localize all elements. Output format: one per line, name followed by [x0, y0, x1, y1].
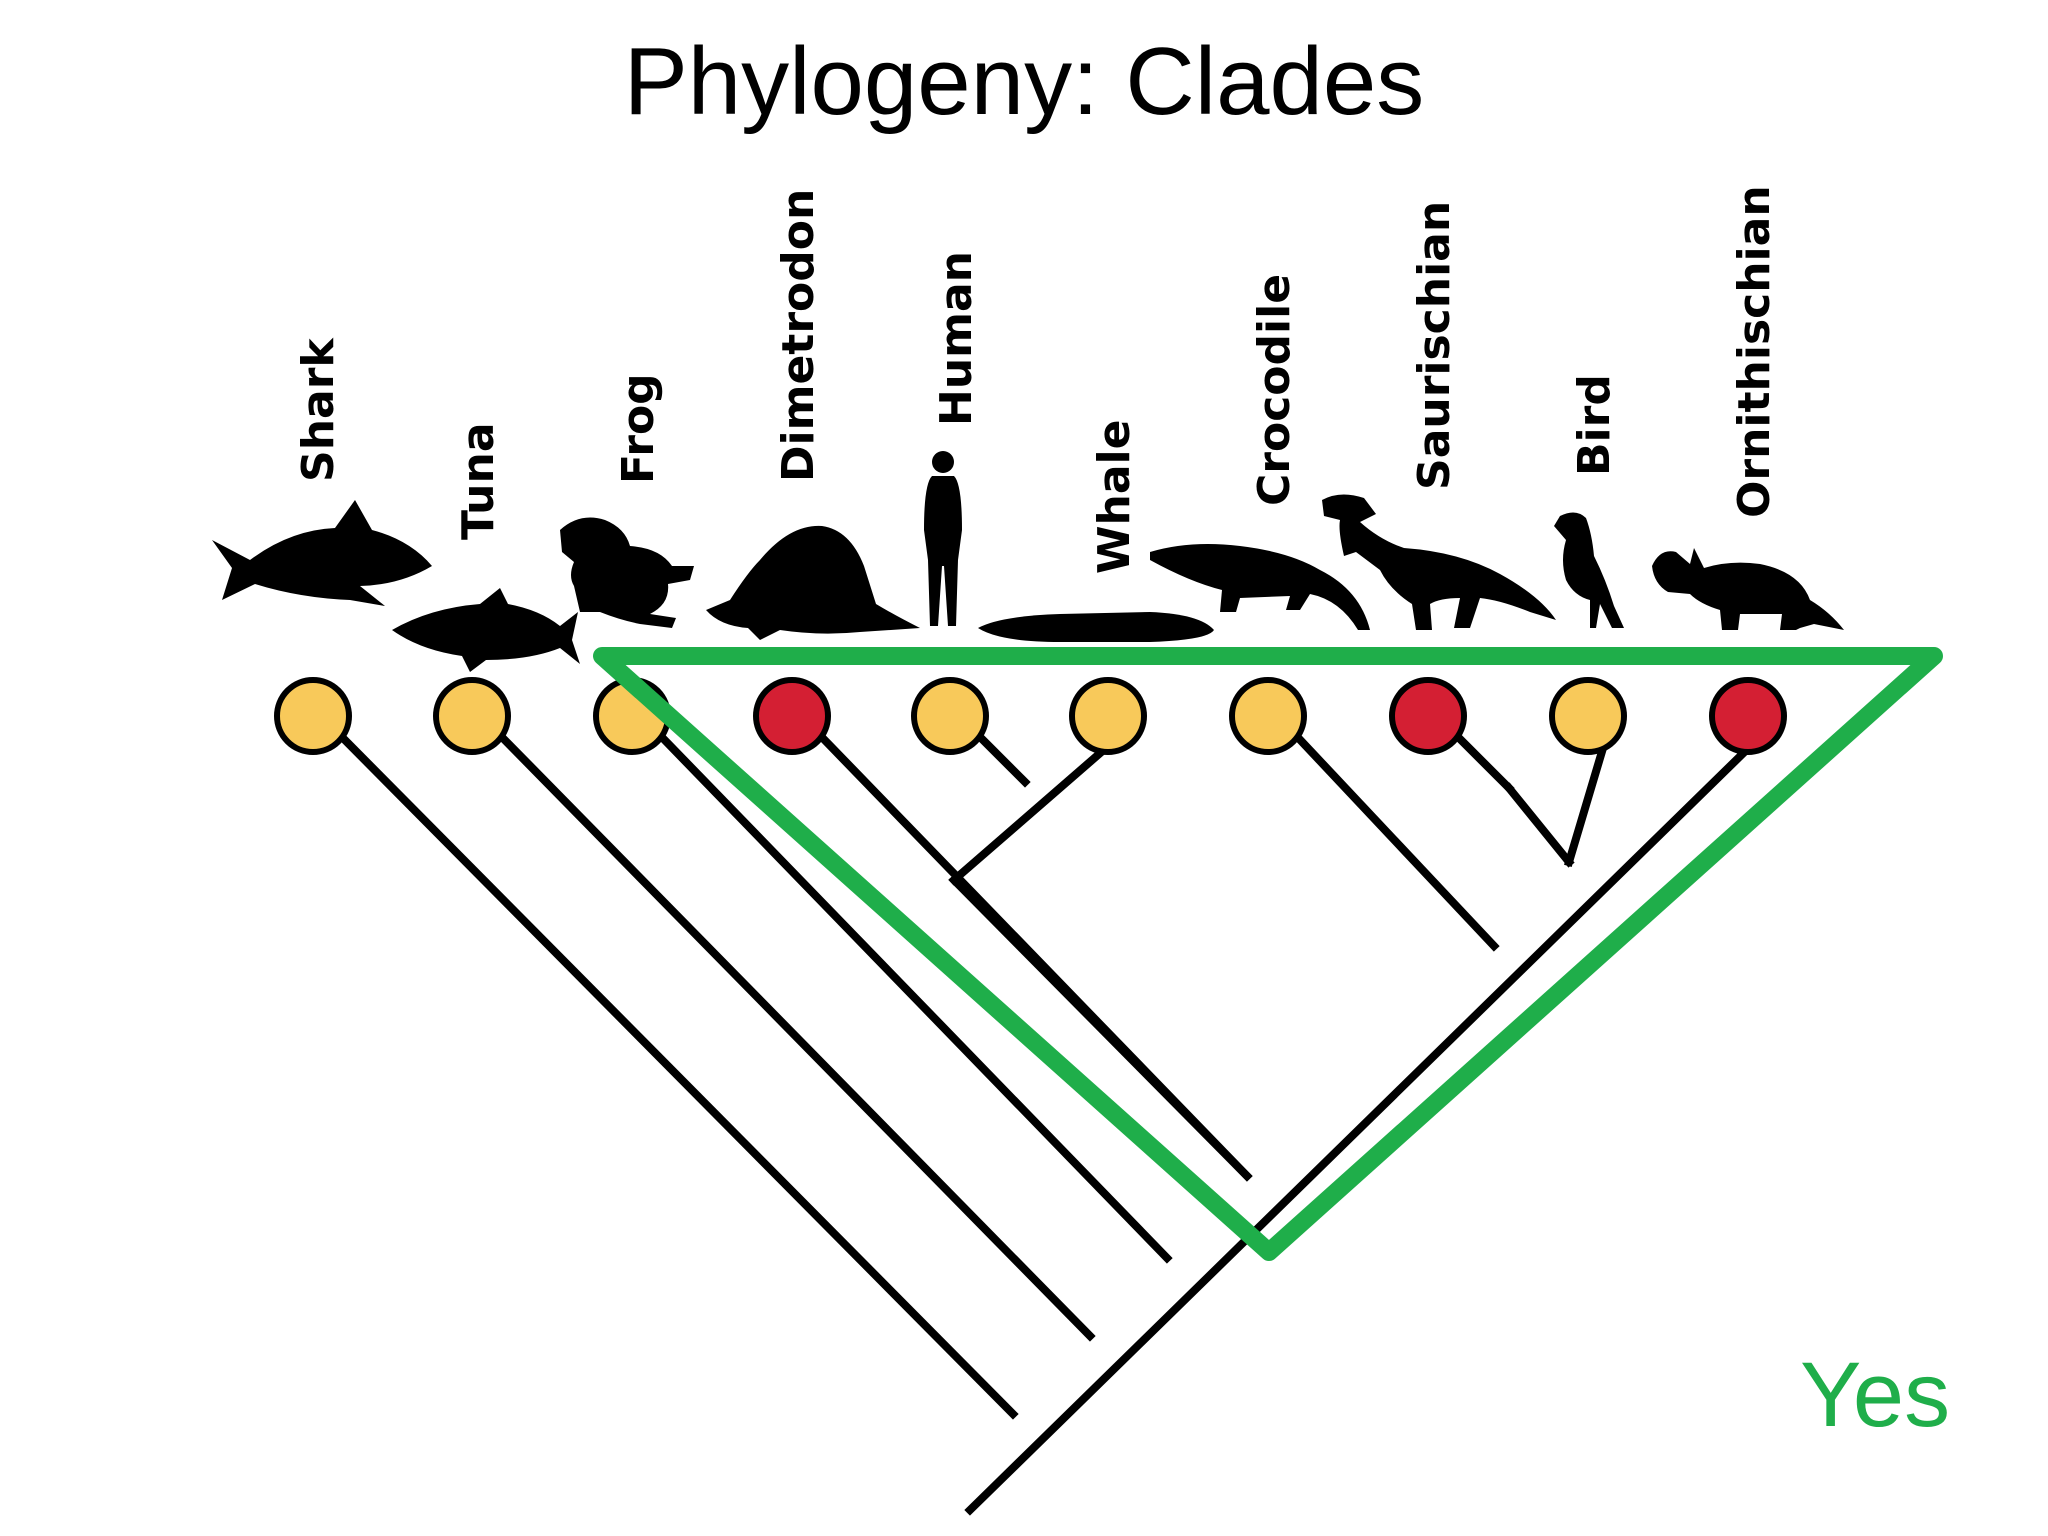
- node-dimetrodon: [753, 677, 831, 755]
- dimetrodon-silhouette-icon: [706, 525, 920, 640]
- taxon-label-frog: Frog: [613, 373, 664, 484]
- saurischian-silhouette-icon: [1322, 494, 1556, 630]
- node-saurischian: [1389, 677, 1467, 755]
- taxon-label-whale: Whale: [1089, 420, 1140, 574]
- tuna-silhouette-icon: [392, 588, 580, 672]
- taxon-label-crocodile: Crocodile: [1249, 274, 1300, 506]
- clade-outline-triangle: [593, 647, 1943, 1261]
- silhouettes: [212, 451, 1844, 672]
- taxon-labels: Shark Tuna Frog Dimetrodon Human Whale C…: [293, 185, 1780, 574]
- answer-label: Yes: [1800, 1344, 1951, 1446]
- taxon-label-human: Human: [931, 251, 982, 426]
- node-ornithischian: [1709, 677, 1787, 755]
- branch-crocodile: [1283, 722, 1500, 952]
- shark-silhouette-icon: [212, 500, 432, 606]
- node-bird: [1549, 677, 1627, 755]
- taxon-nodes: [274, 677, 1787, 755]
- taxon-label-saurischian: Saurischian: [1409, 201, 1460, 490]
- node-crocodile: [1229, 677, 1307, 755]
- taxon-label-dimetrodon: Dimetrodon: [773, 189, 824, 482]
- crocodile-silhouette-icon: [1150, 544, 1370, 630]
- node-tuna: [433, 677, 511, 755]
- tree-branches: [327, 722, 1775, 1516]
- human-silhouette-icon: [924, 451, 962, 626]
- taxon-label-shark: Shark: [293, 337, 344, 482]
- branch-ornithischian: [964, 722, 1775, 1516]
- branch-shark: [327, 722, 1019, 1420]
- node-human: [911, 677, 989, 755]
- node-shark: [274, 677, 352, 755]
- whale-silhouette-icon: [978, 612, 1214, 642]
- branch-tuna: [487, 722, 1096, 1342]
- frog-silhouette-icon: [560, 517, 694, 628]
- node-whale: [1069, 677, 1147, 755]
- slide-title: Phylogeny: Clades: [623, 28, 1425, 135]
- bird-silhouette-icon: [1554, 512, 1624, 628]
- taxon-label-tuna: Tuna: [453, 422, 504, 540]
- branch-bird-saurischian-ancestor: [1503, 782, 1575, 868]
- taxon-label-bird: Bird: [1569, 374, 1620, 476]
- taxon-label-ornithischian: Ornithischian: [1729, 185, 1780, 518]
- ornithischian-silhouette-icon: [1652, 548, 1844, 630]
- branch-frog: [647, 722, 1173, 1264]
- branch-human-whale-ancestor: [948, 874, 1253, 1182]
